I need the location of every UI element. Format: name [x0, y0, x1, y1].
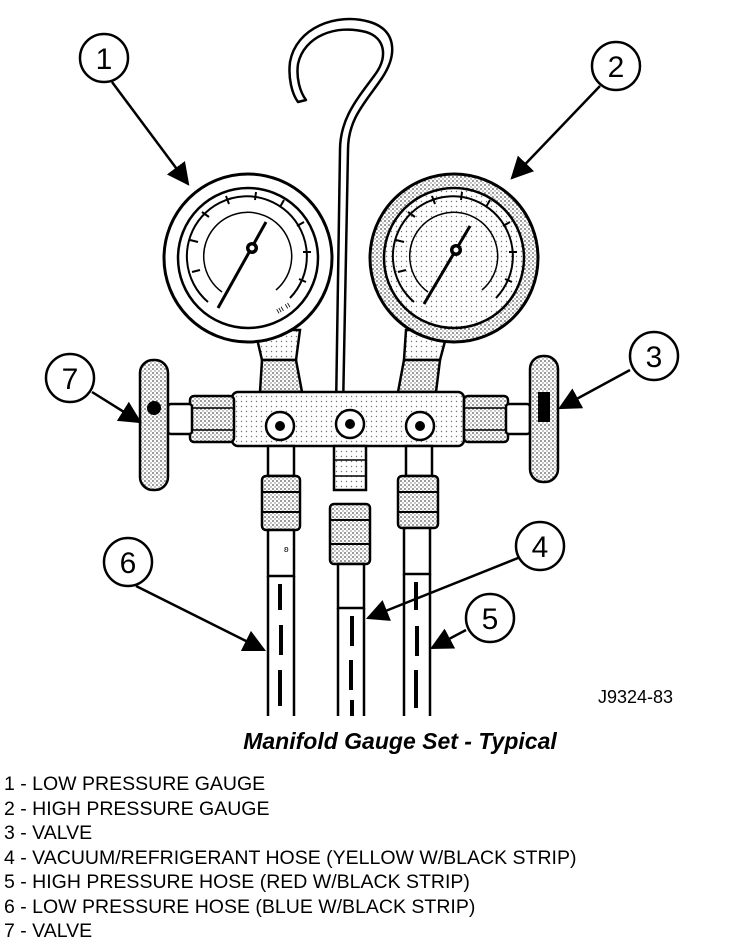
callout-4-label: 4 — [532, 531, 549, 564]
legend-item: 3 - VALVE — [4, 822, 93, 844]
manifold-gauge-diagram: ııı ıı — [44, 17, 680, 716]
callout-5: 5 — [430, 592, 516, 650]
vacuum-refrigerant-hose — [328, 444, 372, 716]
low-gauge-ticks — [189, 191, 311, 283]
callout-7: 7 — [44, 352, 142, 424]
low-pressure-gauge: ııı ıı — [162, 172, 334, 344]
high-gauge-ticks — [395, 191, 517, 283]
callout-2: 2 — [510, 40, 642, 180]
manifold-body — [166, 390, 532, 448]
legend-item: 6 - LOW PRESSURE HOSE (BLUE W/BLACK STRI… — [4, 895, 476, 918]
legend-item: 4 - VACUUM/REFRIGERANT HOSE (YELLOW W/BL… — [4, 846, 577, 869]
figure-caption: Manifold Gauge Set - Typical — [243, 728, 557, 754]
svg-text:ʚ: ʚ — [284, 544, 289, 554]
right-valve-knob — [528, 354, 560, 484]
callout-6: 6 — [102, 536, 267, 652]
callout-5-label: 5 — [482, 603, 499, 636]
callout-6-label: 6 — [120, 547, 137, 580]
callout-1-label: 1 — [96, 43, 113, 76]
hanger-hook — [288, 17, 394, 412]
callout-2-label: 2 — [608, 51, 625, 84]
figure-code: J9324-83 — [598, 687, 673, 707]
callout-7-label: 7 — [62, 363, 79, 396]
legend-item: 5 - HIGH PRESSURE HOSE (RED W/BLACK STRI… — [4, 871, 470, 893]
callout-3-label: 3 — [646, 341, 663, 374]
legend-list: 1 - LOW PRESSURE GAUGE 2 - HIGH PRESSURE… — [4, 772, 576, 944]
legend-item: 7 - VALVE — [4, 920, 93, 942]
high-pressure-hose — [396, 444, 440, 716]
callout-3: 3 — [558, 330, 680, 410]
callout-1: 1 — [78, 32, 190, 186]
low-pressure-hose: ʚ — [260, 444, 302, 716]
high-pressure-gauge — [368, 172, 540, 344]
left-valve-knob — [138, 358, 170, 492]
legend-item: 2 - HIGH PRESSURE GAUGE — [4, 797, 270, 820]
callout-4: 4 — [365, 520, 566, 621]
legend-item: 1 - LOW PRESSURE GAUGE — [4, 773, 266, 795]
